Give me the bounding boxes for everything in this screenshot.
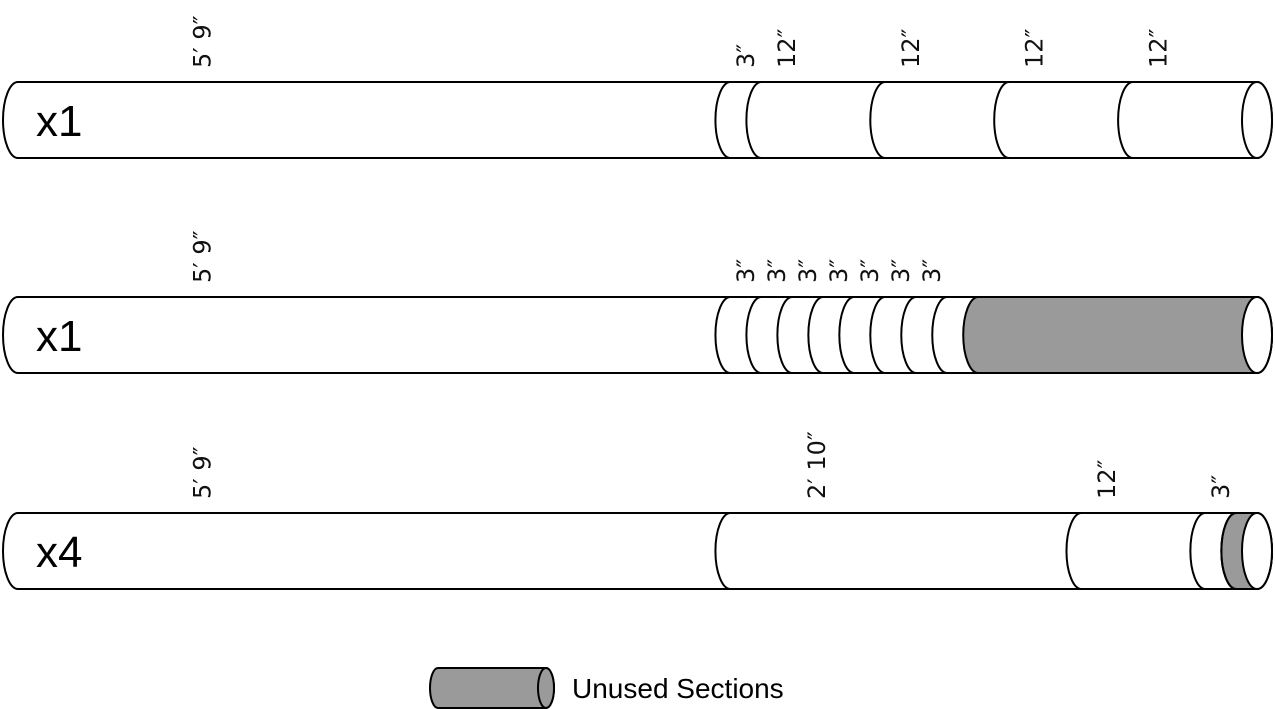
unused-section-icon-end: [537, 667, 555, 709]
segment-length-label: 12″: [773, 28, 801, 68]
segment-length-label: 3″: [732, 44, 760, 68]
segment-length-label: 3″: [856, 259, 884, 283]
segment-length-label: 12″: [1145, 28, 1173, 68]
unused-section: [962, 296, 1273, 374]
segment-length-label: 12″: [1093, 459, 1121, 499]
cut-line: [807, 296, 824, 374]
cut-line: [1189, 512, 1206, 590]
cut-line: [714, 296, 731, 374]
pipe-end-cap: [1241, 81, 1273, 159]
pipe-3: 5′ 9″ 2′ 10″ 12″ 3″ x4: [2, 431, 1273, 590]
cut-line: [931, 296, 948, 374]
segment-length-label: 12″: [897, 28, 925, 68]
cut-line: [745, 81, 762, 159]
cut-line: [745, 296, 762, 374]
cut-line: [1117, 81, 1134, 159]
legend: Unused Sections: [429, 667, 784, 709]
pipe-quantity-label: x1: [36, 312, 82, 361]
segment-length-label: 3″: [887, 259, 915, 283]
pipe-end-cap: [1241, 512, 1273, 590]
segment-length-label: 5′ 9″: [188, 15, 216, 68]
cut-line: [900, 296, 917, 374]
segment-length-label: 5′ 9″: [188, 230, 216, 283]
cut-line: [869, 81, 886, 159]
segment-length-label: 3″: [1207, 475, 1235, 499]
pipe-quantity-label: x4: [36, 528, 82, 577]
pipe-quantity-label: x1: [36, 97, 82, 146]
segment-length-label: 3″: [918, 259, 946, 283]
segment-length-label: 3″: [763, 259, 791, 283]
cut-line: [869, 296, 886, 374]
pipes-group: 5′ 9″3″12″12″12″12″x15′ 9″3″3″3″3″3″3″3″…: [2, 15, 1273, 590]
unused-section-icon: [429, 667, 555, 709]
cut-line: [714, 81, 731, 159]
segment-length-label: 5′ 9″: [188, 446, 216, 499]
pipe-body: [2, 512, 1273, 590]
cut-line: [776, 296, 793, 374]
cut-line: [993, 81, 1010, 159]
segment-length-label: 3″: [732, 259, 760, 283]
segment-length-label: 2′ 10″: [803, 431, 831, 499]
segment-length-label: 3″: [825, 259, 853, 283]
cut-line: [838, 296, 855, 374]
segment-length-label: 3″: [794, 259, 822, 283]
pipe-body: [2, 81, 1273, 159]
pipe-end-cap: [1241, 296, 1273, 374]
cut-line: [714, 512, 731, 590]
cut-line: [1220, 512, 1237, 590]
cut-line: [1065, 512, 1082, 590]
pipe-2: 5′ 9″3″3″3″3″3″3″3″x1: [2, 230, 1273, 374]
pipe-1: 5′ 9″ 3″ 12″ 12″ 12″ 12″ x1: [2, 15, 1273, 159]
legend-label: Unused Sections: [572, 673, 784, 704]
segment-length-label: 12″: [1021, 28, 1049, 68]
